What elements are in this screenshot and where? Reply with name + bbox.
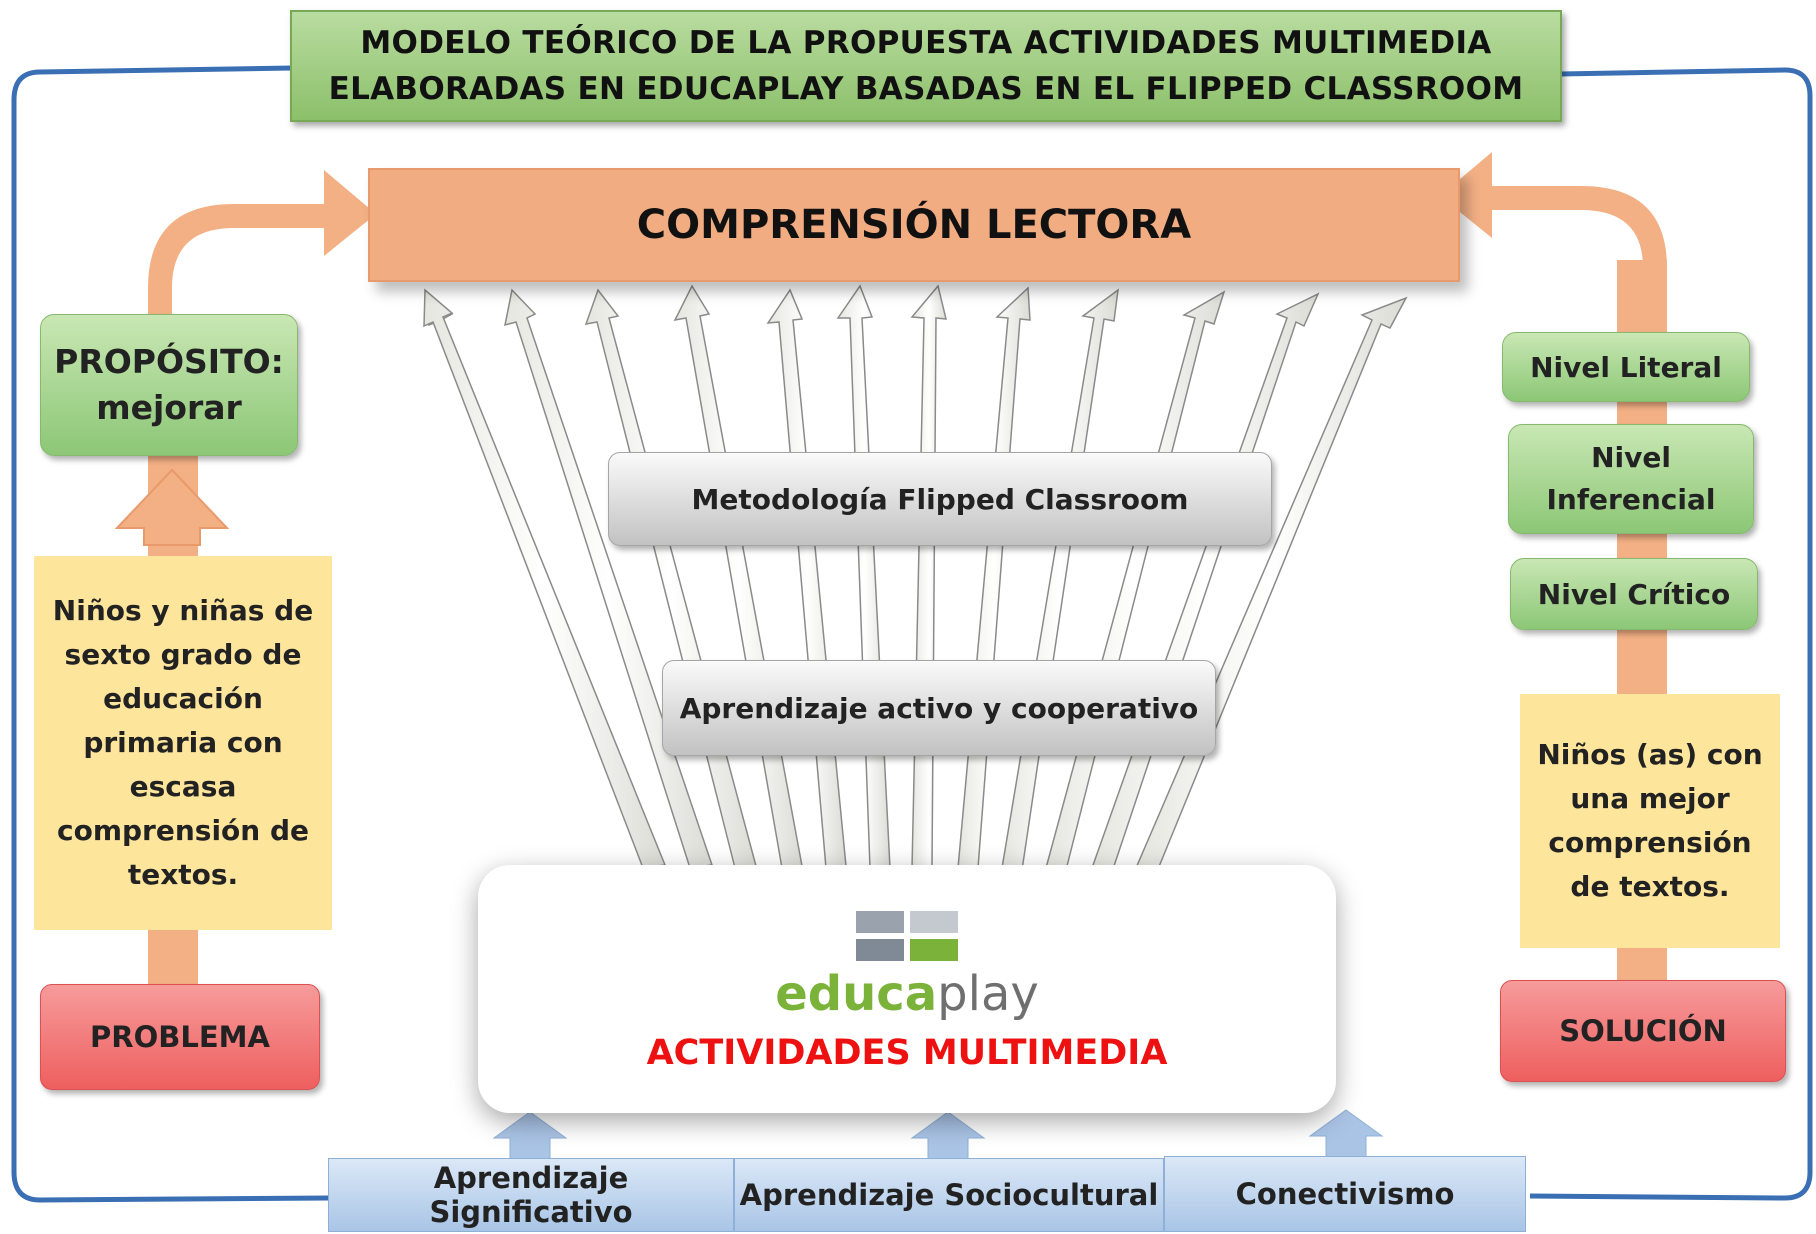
problem-description-box: Niños y niñas de sexto grado de educació… <box>34 556 332 930</box>
diagram-title: MODELO TEÓRICO DE LA PROPUESTA ACTIVIDAD… <box>290 10 1562 122</box>
right-curved-arrow <box>1440 152 1667 318</box>
foundation-conectivismo-label: Conectivismo <box>1235 1177 1455 1211</box>
level-inferencial-box: Nivel Inferencial <box>1508 424 1754 534</box>
learning-label: Aprendizaje activo y cooperativo <box>679 691 1199 725</box>
educaplay-panel: educaplay ACTIVIDADES MULTIMEDIA <box>478 865 1336 1113</box>
educaplay-logo: educaplay <box>775 967 1039 1021</box>
solution-box: SOLUCIÓN <box>1500 980 1786 1082</box>
problem-label: PROBLEMA <box>90 1020 270 1054</box>
fan-arrow <box>1001 288 1119 871</box>
foundation-conectivismo: Conectivismo <box>1164 1156 1526 1232</box>
fan-arrow <box>504 288 714 869</box>
educaplay-logo-icon <box>856 911 958 961</box>
problem-description-line: Niños y niñas de <box>52 594 314 627</box>
problem-description-line: escasa <box>129 770 237 803</box>
foundation-significativo-label: Aprendizaje Significativo <box>429 1161 633 1229</box>
educaplay-logo-part2: play <box>937 966 1039 1022</box>
title-line-2: ELABORADAS EN EDUCAPLAY BASADAS EN EL FL… <box>328 71 1524 107</box>
problem-description-line: sexto grado de <box>64 638 302 671</box>
foundation-sociocultural-label: Aprendizaje Sociocultural <box>739 1178 1159 1212</box>
level-literal-box: Nivel Literal <box>1502 332 1750 402</box>
level-inferencial-label: Nivel Inferencial <box>1546 441 1716 516</box>
frame-left <box>11 65 331 1203</box>
problem-box: PROBLEMA <box>40 984 320 1090</box>
fan-arrows <box>423 284 1408 881</box>
purpose-line-2: mejorar <box>96 388 242 427</box>
problem-description-line: educación <box>103 682 263 715</box>
level-critico-label: Nivel Crítico <box>1537 577 1731 611</box>
problem-description-line: textos. <box>127 858 239 891</box>
left-curved-arrow <box>148 170 376 338</box>
solution-description-line: de textos. <box>1570 870 1730 903</box>
solution-description-line: comprensión <box>1548 826 1752 859</box>
foundation-sociocultural: Aprendizaje Sociocultural <box>734 1158 1164 1232</box>
level-literal-label: Nivel Literal <box>1530 350 1722 384</box>
blue-up-arrow <box>910 1111 986 1161</box>
solution-label: SOLUCIÓN <box>1559 1014 1727 1048</box>
fan-arrow <box>423 288 667 869</box>
methodology-label: Metodología Flipped Classroom <box>691 482 1189 516</box>
level-critico-box: Nivel Crítico <box>1510 558 1758 630</box>
fan-arrow <box>910 284 947 869</box>
learning-box: Aprendizaje activo y cooperativo <box>662 660 1216 756</box>
purpose-line-1: PROPÓSITO: <box>54 342 284 381</box>
title-line-1: MODELO TEÓRICO DE LA PROPUESTA ACTIVIDAD… <box>360 25 1492 61</box>
foundation-significativo: Aprendizaje Significativo <box>328 1158 734 1232</box>
solution-description-line: Niños (as) con <box>1537 738 1763 771</box>
left-up-arrow <box>114 468 230 546</box>
methodology-box: Metodología Flipped Classroom <box>608 452 1272 546</box>
educaplay-logo-part1: educa <box>775 966 938 1022</box>
solution-description-line: una mejor <box>1570 782 1730 815</box>
activities-label: ACTIVIDADES MULTIMEDIA <box>646 1033 1168 1073</box>
blue-up-arrow <box>492 1111 568 1161</box>
main-concept-label: COMPRENSIÓN LECTORA <box>636 202 1192 248</box>
solution-description-box: Niños (as) con una mejor comprensión de … <box>1520 694 1780 948</box>
frame-right <box>1529 67 1813 1201</box>
problem-description-line: primaria con <box>83 726 283 759</box>
fan-arrow <box>836 284 891 869</box>
purpose-box: PROPÓSITO: mejorar <box>40 314 298 456</box>
blue-up-arrow <box>1308 1109 1384 1159</box>
problem-description-line: comprensión de <box>57 814 309 847</box>
main-concept-box: COMPRENSIÓN LECTORA <box>368 168 1460 282</box>
